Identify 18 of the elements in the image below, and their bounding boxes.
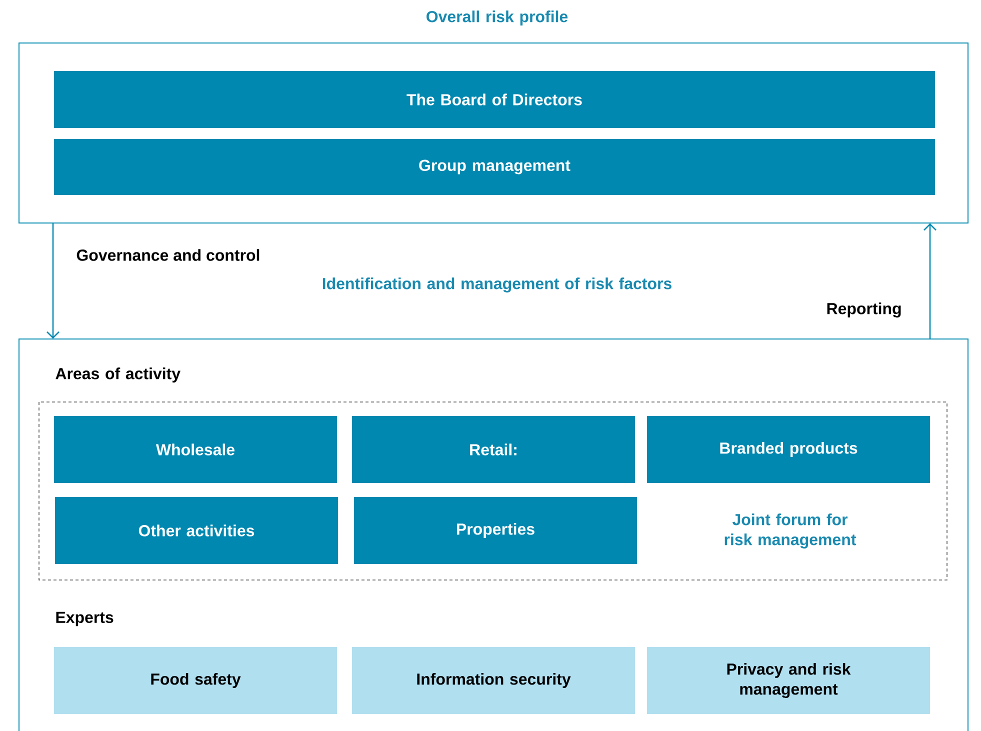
process-box: Branded products bbox=[647, 416, 930, 483]
expert-box: Food safety bbox=[54, 647, 337, 714]
process-box: Properties bbox=[354, 497, 637, 564]
process-box: Group management bbox=[54, 139, 936, 195]
expert-box: Information security bbox=[352, 647, 635, 714]
node-label: Areas of activity bbox=[56, 368, 180, 382]
arrow bbox=[924, 223, 936, 339]
expert-box: Privacy and risk management bbox=[647, 647, 930, 714]
edge-label: Governance and control bbox=[76, 249, 260, 261]
process-box: Retail: bbox=[352, 416, 635, 483]
note-text: Joint forum for risk management bbox=[724, 514, 856, 548]
edge-label: Reporting bbox=[827, 302, 901, 318]
process-box: Wholesale bbox=[54, 416, 337, 483]
node-label: Overall risk profile bbox=[426, 10, 568, 26]
process-box: The Board of Directors bbox=[54, 71, 936, 128]
section-heading: Experts bbox=[56, 612, 114, 626]
process-box: Other activities bbox=[55, 497, 338, 564]
arrow bbox=[46, 223, 60, 339]
